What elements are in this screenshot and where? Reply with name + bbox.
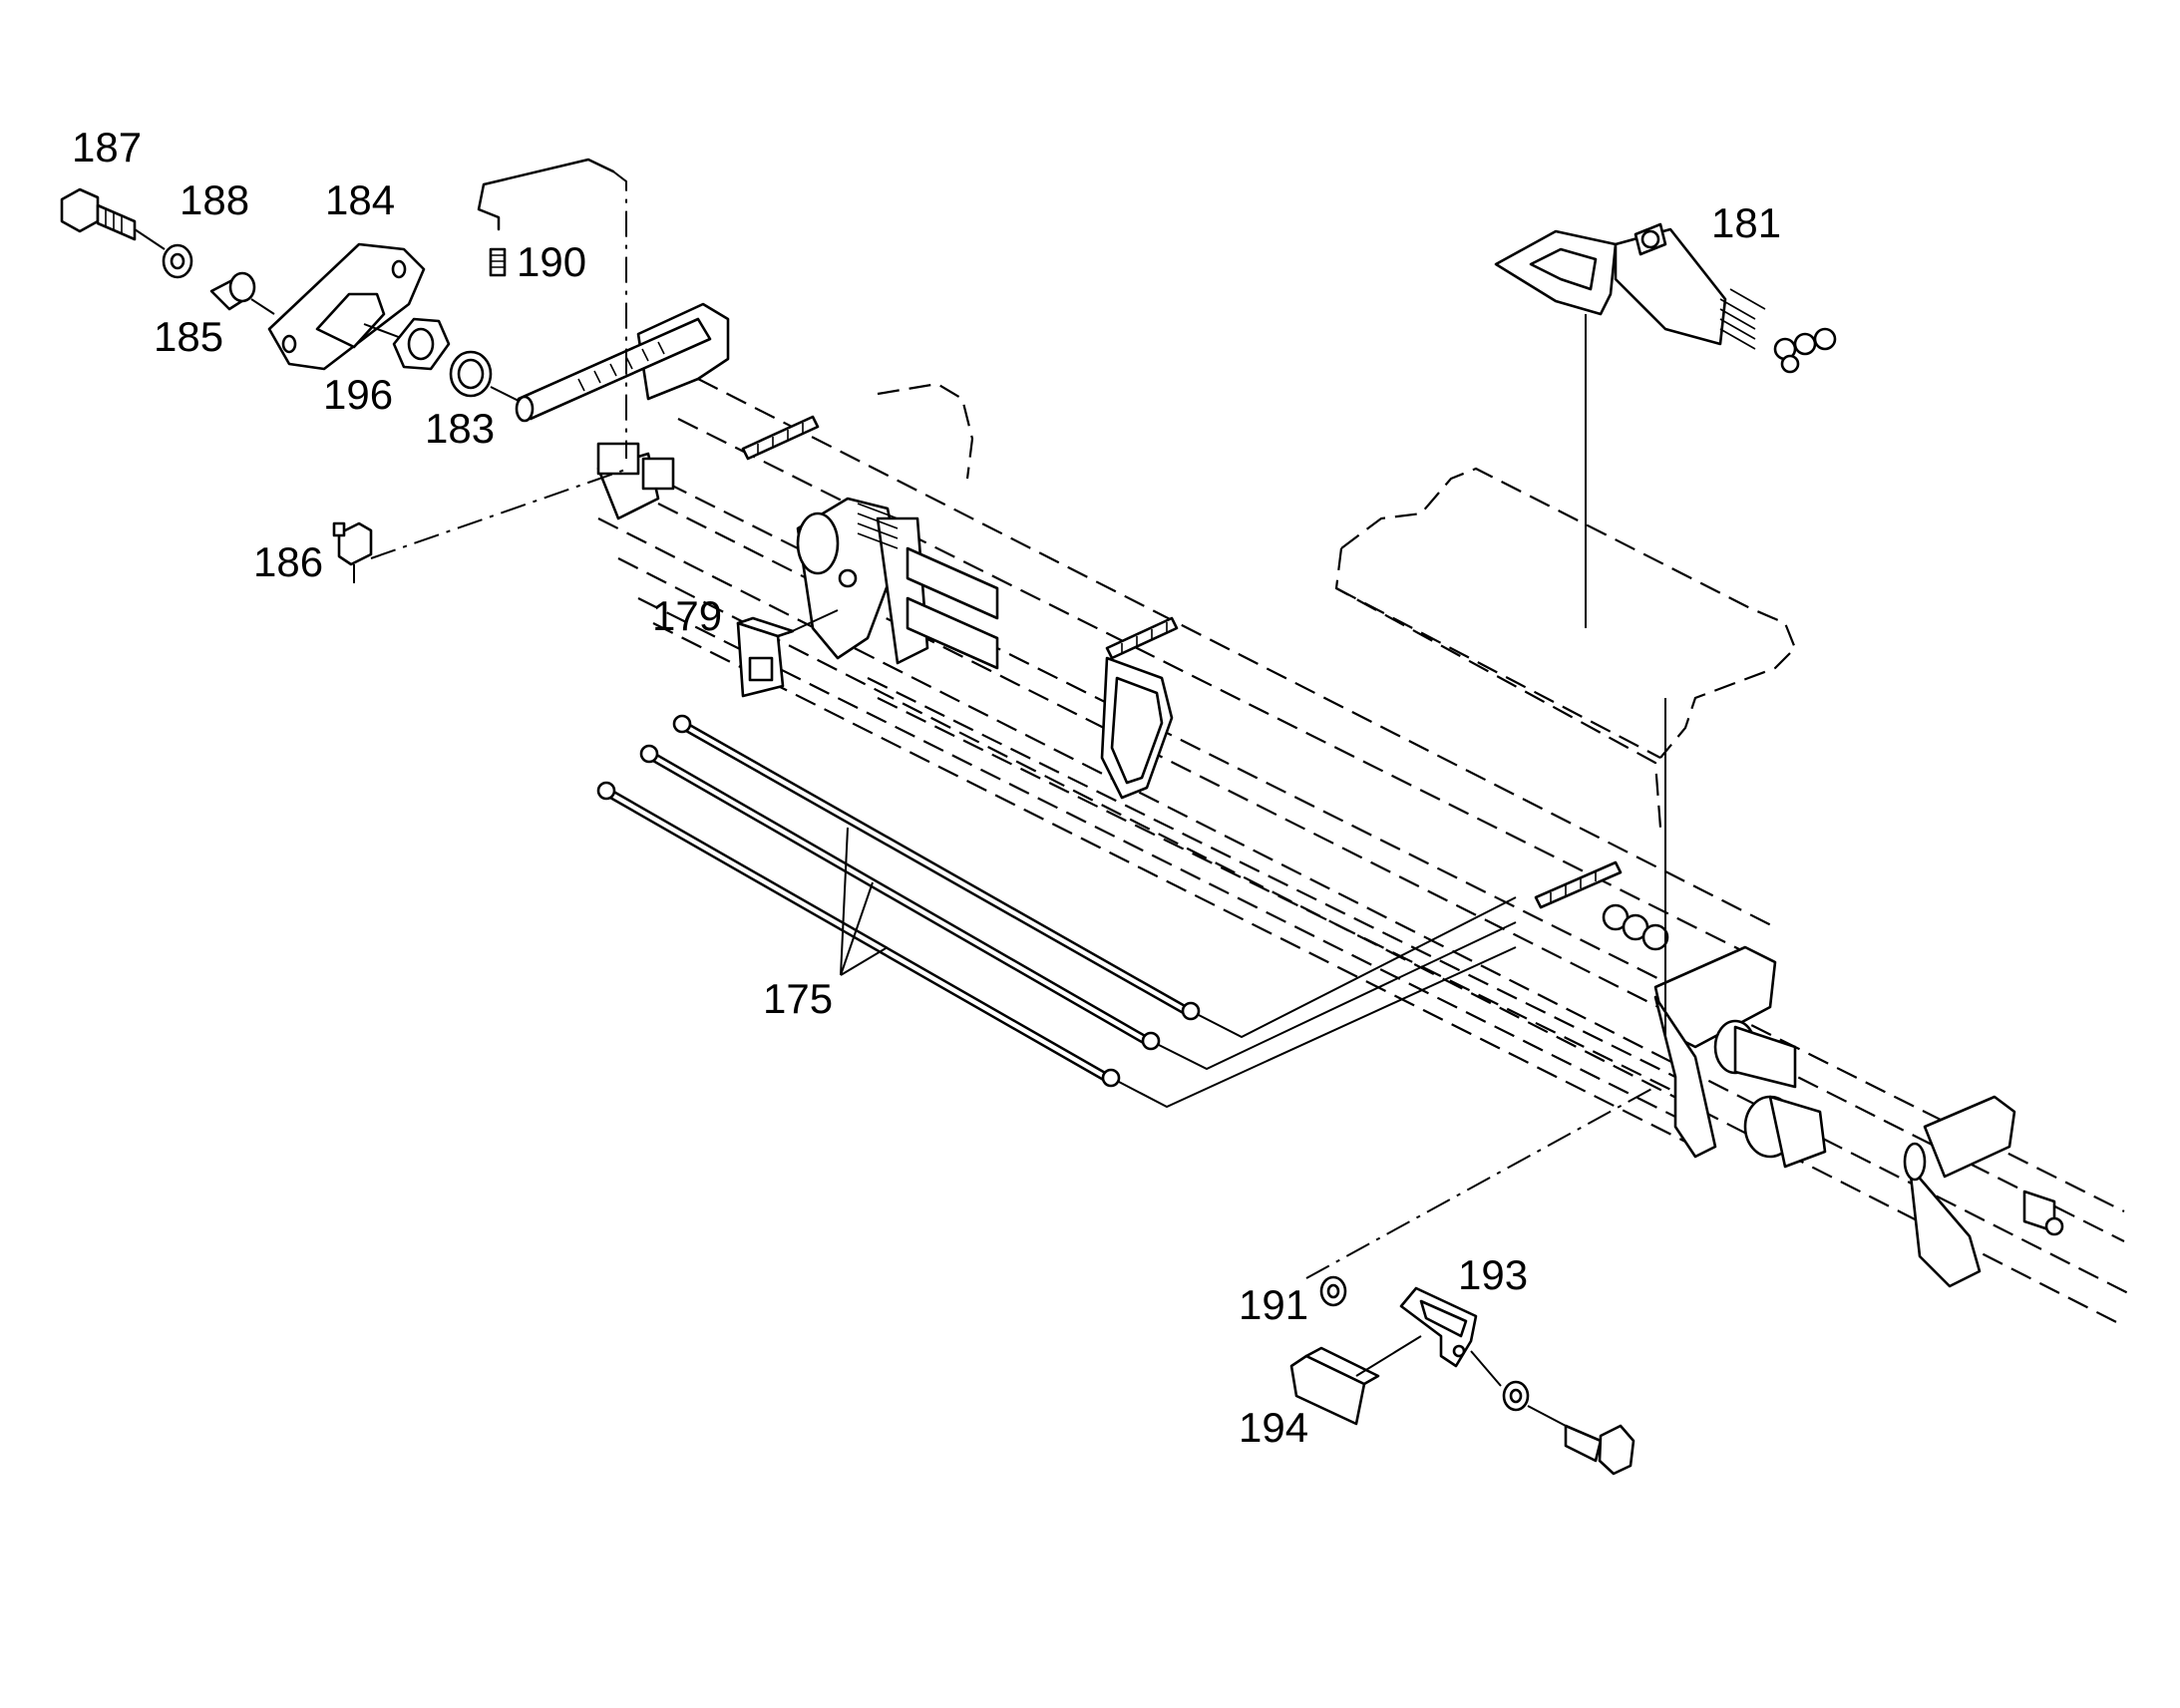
bolt-187 — [60, 187, 137, 241]
plate-184 — [267, 242, 426, 371]
label-187: 187 — [72, 124, 142, 171]
screw-190 — [489, 247, 507, 277]
washer-lower — [1502, 1380, 1530, 1412]
label-191: 191 — [1239, 1281, 1308, 1328]
label-186: 186 — [253, 538, 323, 585]
label-183: 183 — [425, 405, 495, 452]
label-181: 181 — [1711, 199, 1781, 246]
pad-179 — [736, 616, 795, 698]
leader-186 — [370, 468, 629, 559]
frame-ring-4 — [1903, 1095, 2064, 1288]
boom-assembly — [515, 302, 2135, 1327]
leader-191 — [1305, 1086, 1656, 1279]
washer-188 — [162, 243, 193, 279]
label-194: 194 — [1239, 1404, 1308, 1451]
motor-housing-2 — [1653, 945, 1827, 1169]
cap-186 — [332, 521, 373, 566]
wire-clip — [477, 158, 615, 231]
label-185: 185 — [154, 313, 223, 360]
bolt-lower — [1564, 1424, 1635, 1476]
label-179: 179 — [652, 592, 722, 639]
leader-175 — [840, 827, 889, 976]
label-188: 188 — [180, 176, 249, 223]
pad-194 — [1289, 1346, 1380, 1426]
bracket-193 — [1399, 1286, 1478, 1368]
label-193: 193 — [1458, 1251, 1528, 1298]
label-190: 190 — [517, 238, 586, 285]
label-184: 184 — [325, 176, 395, 223]
latch-181 — [1494, 222, 1837, 374]
callout-labels: 187 188 184 185 196 183 190 186 179 181 … — [72, 124, 1781, 1451]
label-175: 175 — [763, 975, 833, 1022]
spacer-185 — [209, 271, 256, 311]
rods-175 — [596, 714, 1201, 1088]
label-196: 196 — [323, 371, 393, 418]
mid-bracket — [1534, 860, 1669, 951]
motor-housing-1 — [796, 497, 999, 670]
washer-183 — [449, 350, 493, 398]
leader-187 — [134, 228, 166, 250]
nut-196 — [392, 317, 451, 371]
washer-191 — [1319, 1275, 1347, 1307]
leader-194 — [1355, 1335, 1422, 1377]
